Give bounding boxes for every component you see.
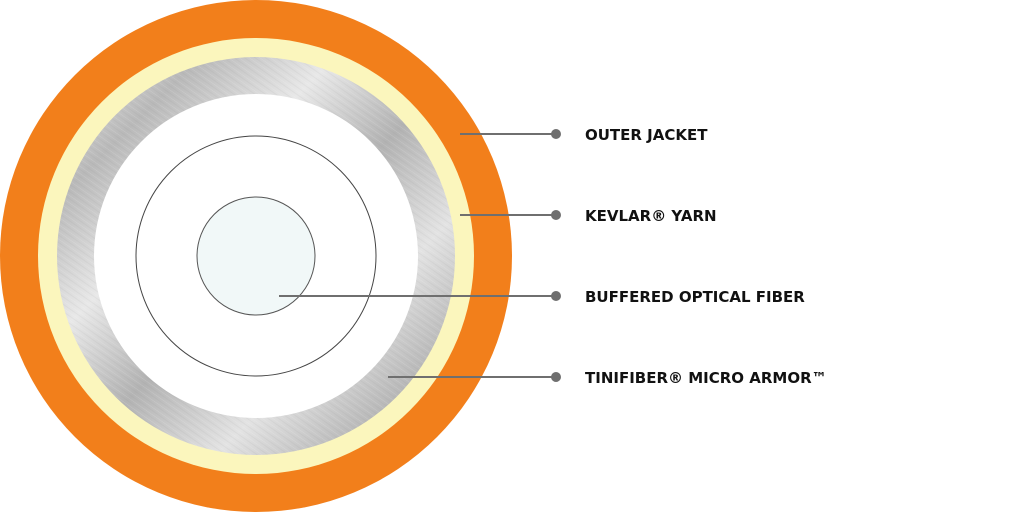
- label-kevlar-yarn: KEVLAR® YARN: [585, 207, 717, 225]
- leader-buffered-fiber: [279, 291, 561, 301]
- label-buffered-optical-fiber: BUFFERED OPTICAL FIBER: [585, 288, 805, 306]
- leader-kevlar-yarn: [460, 210, 561, 220]
- buffer-outline: [135, 135, 377, 377]
- leader-micro-armor: [388, 372, 561, 382]
- fiber-core: [196, 196, 316, 316]
- label-outer-jacket: OUTER JACKET: [585, 126, 708, 144]
- label-micro-armor: TINIFIBER® MICRO ARMOR™: [585, 369, 827, 387]
- leader-outer-jacket: [460, 129, 561, 139]
